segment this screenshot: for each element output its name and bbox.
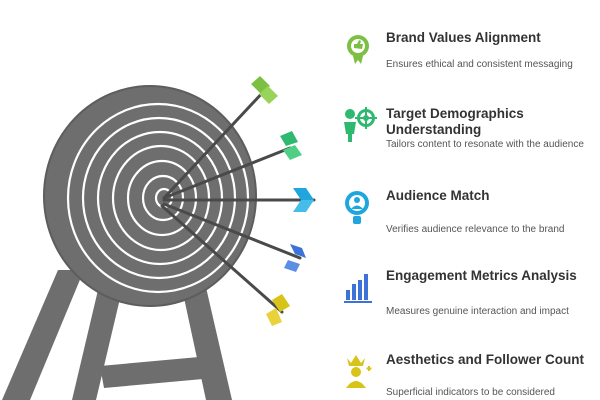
arrow-audience-match [162, 188, 316, 212]
arrow-engagement-metrics [162, 202, 306, 272]
item-description: Superficial indicators to be considered [386, 387, 555, 398]
item-description: Ensures ethical and consistent messaging [386, 59, 573, 70]
crown-person-icon [346, 355, 372, 388]
arrow-brand-values [162, 76, 278, 200]
easel-leg-middle [72, 290, 122, 400]
target-board [43, 85, 257, 307]
item-description: Measures genuine interaction and impact [386, 306, 569, 317]
item-title: Target Demographics Understanding [386, 106, 524, 137]
easel-crossbar [100, 356, 214, 388]
thumbs-up-badge-icon [347, 35, 369, 64]
item-description: Tailors content to resonate with the aud… [386, 139, 584, 150]
arrows [160, 76, 316, 326]
item-title: Engagement Metrics Analysis [386, 268, 577, 283]
arrow-target-demographics [162, 131, 302, 200]
arrow-aesthetics [160, 204, 290, 326]
item-title: Brand Values Alignment [386, 30, 541, 45]
item-title: Audience Match [386, 188, 490, 203]
easel-leg-left [2, 270, 84, 400]
easel-leg-right [178, 270, 232, 400]
target-person-icon [344, 107, 377, 142]
item-title: Aesthetics and Follower Count [386, 352, 585, 367]
bar-chart-icon [344, 274, 372, 303]
easel-stand [2, 270, 232, 400]
item-description: Verifies audience relevance to the brand [386, 224, 565, 235]
magnifier-person-icon [345, 191, 369, 224]
